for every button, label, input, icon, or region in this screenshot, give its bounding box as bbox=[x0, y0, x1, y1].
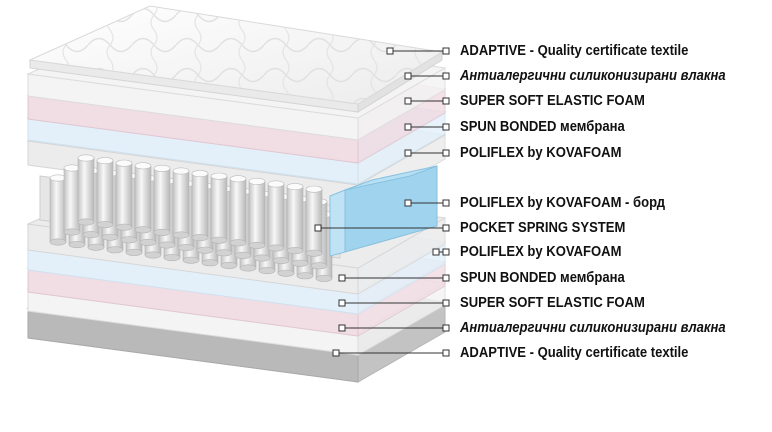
layer-label: POLIFLEX by KOVAFOAM bbox=[460, 145, 622, 161]
leader-line bbox=[404, 199, 450, 207]
spring-coil bbox=[210, 172, 228, 244]
layer-label: POLIFLEX by KOVAFOAM bbox=[460, 244, 622, 260]
leader-line bbox=[404, 97, 450, 105]
leader-line bbox=[338, 324, 450, 332]
leader-line bbox=[432, 248, 450, 256]
leader-lines bbox=[314, 47, 450, 357]
layer-label: SUPER SOFT ELASTIC FOAM bbox=[460, 295, 645, 311]
spring-coil bbox=[153, 164, 171, 236]
spring-coil bbox=[248, 177, 266, 249]
leader-line bbox=[386, 47, 450, 55]
layer-label: ADAPTIVE - Quality certificate textile bbox=[460, 345, 689, 361]
leader-line bbox=[332, 349, 450, 357]
layer-label: POLIFLEX by KOVAFOAM - борд bbox=[460, 195, 666, 211]
spring-coil bbox=[172, 167, 190, 239]
layer-label: ADAPTIVE - Quality certificate textile bbox=[460, 43, 689, 59]
leader-line bbox=[338, 274, 450, 282]
leader-line bbox=[404, 123, 450, 131]
layer-label: Антиалергични силиконизирани влакна bbox=[460, 320, 726, 336]
leader-line bbox=[404, 149, 450, 157]
pocket-springs bbox=[39, 154, 438, 282]
layer-label: Антиалергични силиконизирани влакна bbox=[460, 68, 726, 84]
spring-coil bbox=[305, 185, 323, 257]
layer-label: SPUN BONDED мембрана bbox=[460, 119, 625, 135]
layer-label: POCKET SPRING SYSTEM bbox=[460, 220, 626, 236]
spring-coil bbox=[63, 164, 81, 236]
spring-coil bbox=[267, 180, 285, 252]
edge-foam-block bbox=[329, 165, 438, 257]
spring-coil bbox=[77, 154, 95, 226]
leader-line bbox=[314, 224, 450, 232]
spring-coil bbox=[134, 162, 152, 234]
spring-coil bbox=[96, 157, 114, 229]
leader-line bbox=[338, 299, 450, 307]
leader-line bbox=[404, 72, 450, 80]
spring-coil bbox=[229, 175, 247, 247]
layer-label: SPUN BONDED мембрана bbox=[460, 270, 625, 286]
layer-label: SUPER SOFT ELASTIC FOAM bbox=[460, 93, 645, 109]
spring-coil bbox=[115, 159, 133, 231]
spring-coil bbox=[49, 174, 67, 246]
spring-coil bbox=[191, 170, 209, 242]
spring-coil bbox=[286, 183, 304, 255]
layer-top-textile bbox=[28, 5, 444, 113]
